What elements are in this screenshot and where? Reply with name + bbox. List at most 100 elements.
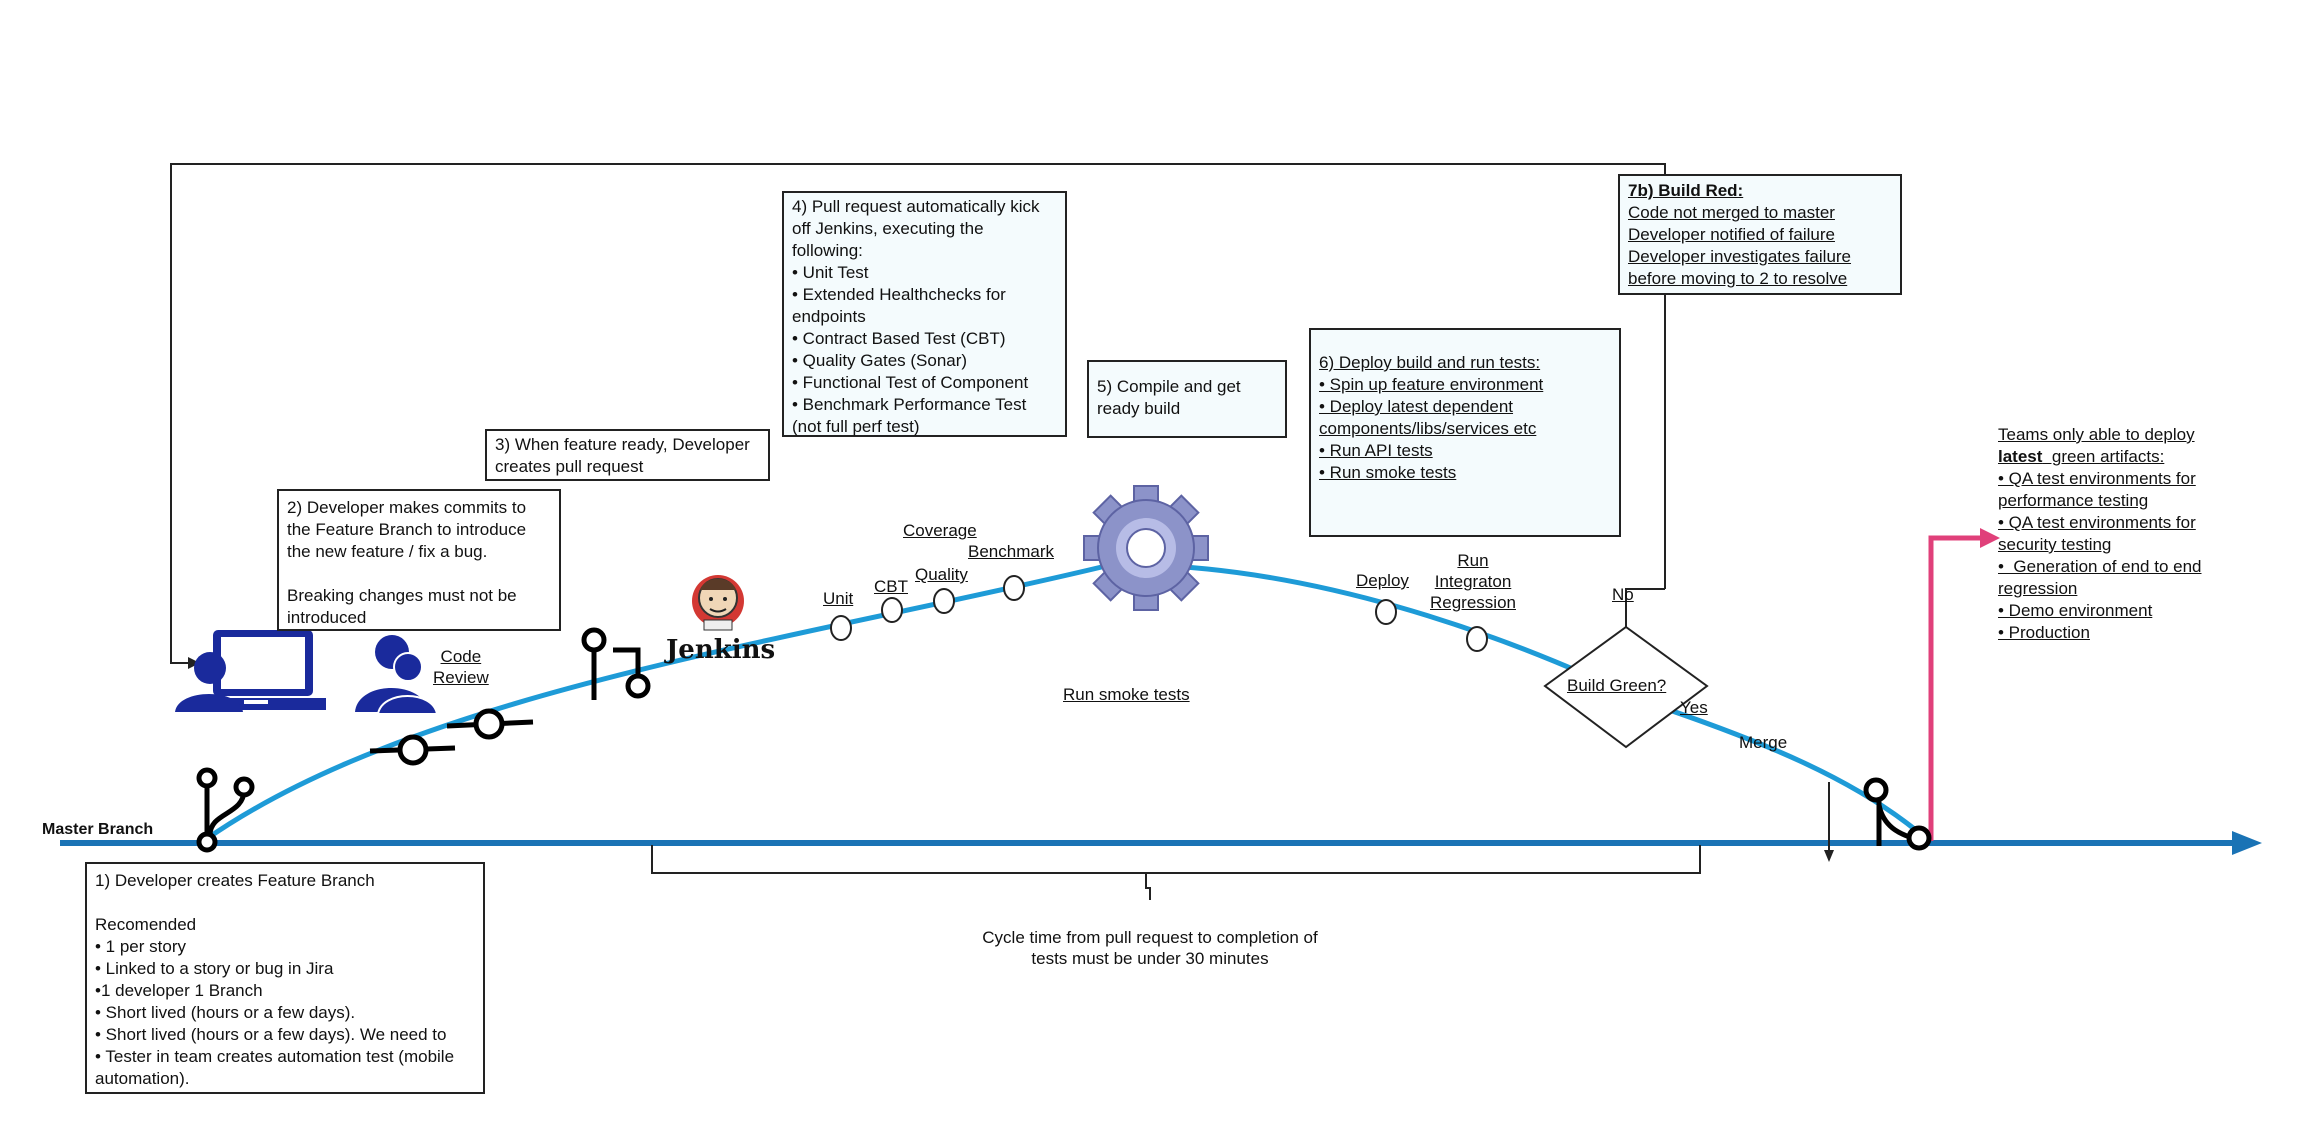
pull-request-icon — [581, 627, 651, 700]
master-branch-arrowhead — [2232, 831, 2262, 855]
box5-line: ready build — [1097, 399, 1181, 418]
box-create-feature-branch: 1) Developer creates Feature Branch Reco… — [85, 862, 485, 1094]
coverage-label: Coverage — [903, 521, 977, 540]
teams-line: • QA test environments for — [1998, 513, 2196, 532]
cycle-time-label-line: tests must be under 30 minutes — [1031, 949, 1269, 968]
teams-line-rest: green artifacts: — [2042, 447, 2165, 466]
box1-line: 1) Developer creates Feature Branch — [95, 871, 375, 890]
teams-line: • Demo environment — [1998, 601, 2153, 620]
box6-line: • Deploy latest dependent — [1319, 397, 1514, 416]
commit-icon — [369, 734, 456, 766]
box6-line: • Run smoke tests — [1319, 463, 1457, 482]
developer-laptop-icon — [175, 630, 326, 712]
build-green-diamond — [1543, 625, 1709, 749]
box-compile-build: 5) Compile and get ready build — [1087, 360, 1287, 438]
box4-line: • Benchmark Performance Test — [792, 395, 1027, 414]
box-developer-commits: 2) Developer makes commits to the Featur… — [277, 489, 561, 631]
feedback-loop-line — [170, 163, 1666, 664]
feedback-loop-arrowhead — [188, 657, 200, 669]
deploy-arrow-line — [1928, 535, 1985, 841]
box2-line: introduced — [287, 608, 367, 627]
teams-line: latest green artifacts: — [1998, 446, 2202, 468]
box3-line: creates pull request — [495, 457, 644, 476]
code-review-label-line: Review — [433, 668, 489, 687]
box7b-line: before moving to 2 to resolve — [1628, 269, 1848, 288]
no-label: No — [1612, 585, 1634, 604]
box6-line: • Spin up feature environment — [1319, 375, 1544, 394]
box2-line: 2) Developer makes commits to — [287, 498, 527, 517]
run-smoke-tests-label: Run smoke tests — [1063, 685, 1190, 704]
box4-line: (not full perf test) — [792, 417, 920, 436]
box4-line: • Quality Gates (Sonar) — [792, 351, 968, 370]
box4-line: • Contract Based Test (CBT) — [792, 329, 1006, 348]
box2-line — [287, 563, 551, 585]
box5-line: 5) Compile and get — [1097, 377, 1241, 396]
teams-line: security testing — [1998, 535, 2112, 554]
teams-line: • Generation of end to end — [1998, 557, 2202, 576]
merge-icon — [1863, 777, 1932, 851]
box6-line: • Run API tests — [1319, 441, 1433, 460]
box2-line: the Feature Branch to introduce — [287, 520, 527, 539]
box6-line: 6) Deploy build and run tests: — [1319, 353, 1541, 372]
box1-line: • Tester in team creates automation test… — [95, 1047, 455, 1066]
quality-label: Quality — [915, 565, 968, 584]
merge-marker-arrowhead — [1824, 850, 1834, 862]
stage-marker — [830, 575, 1488, 652]
teams-line: performance testing — [1998, 491, 2149, 510]
box7b-line: Code not merged to master — [1628, 203, 1835, 222]
teams-line: Teams only able to deploy — [1998, 425, 2195, 444]
box4-line: 4) Pull request automatically kick — [792, 197, 1040, 216]
yes-label: Yes — [1680, 698, 1708, 717]
teams-line: regression — [1998, 579, 2078, 598]
code-review-label-line: Code — [440, 647, 482, 666]
box6-line: components/libs/services etc — [1319, 419, 1537, 438]
benchmark-label: Benchmark — [968, 542, 1054, 561]
run-regression-label-line: Integraton — [1434, 572, 1512, 591]
git-branch-icon — [196, 767, 255, 853]
unit-label: Unit — [823, 589, 854, 608]
cycle-time-label-line: Cycle time from pull request to completi… — [982, 928, 1318, 947]
code-review-label: Code Review — [433, 646, 489, 688]
box1-line: •1 developer 1 Branch — [95, 981, 263, 1000]
cbt-label: CBT — [874, 577, 908, 596]
merge-label: Merge — [1739, 733, 1788, 752]
box4-line: • Functional Test of Component — [792, 373, 1029, 392]
box4-line: off Jenkins, executing the — [792, 219, 984, 238]
master-branch-label: Master Branch — [42, 821, 154, 838]
box2-line: the new feature / fix a bug. — [287, 542, 488, 561]
box4-line: following: — [792, 241, 863, 260]
box7b-line: Developer notified of failure — [1628, 225, 1835, 244]
box-build-red: 7b) Build Red: Code not merged to master… — [1618, 174, 1902, 295]
run-regression-label-line: Run — [1457, 551, 1489, 570]
pipeline-curve — [203, 562, 1932, 844]
box1-line — [95, 892, 475, 914]
box2-line: Breaking changes must not be — [287, 586, 517, 605]
cycle-time-bracket-tick — [1145, 873, 1151, 900]
box4-line: endpoints — [792, 307, 866, 326]
box7b-title: 7b) Build Red: — [1628, 181, 1744, 200]
box1-line: • Short lived (hours or a few days). — [95, 1003, 356, 1022]
box1-line: • Short lived (hours or a few days). We … — [95, 1025, 447, 1044]
box-deploy-run-tests: 6) Deploy build and run tests: • Spin up… — [1309, 328, 1621, 537]
box7b-line: Developer investigates failure — [1628, 247, 1852, 266]
jenkins-label: Jenkins — [666, 635, 776, 665]
box4-line: • Extended Healthchecks for — [792, 285, 1006, 304]
box1-line: Recomended — [95, 915, 197, 934]
jenkins-logo-icon — [692, 575, 744, 631]
teams-deploy-text: Teams only able to deploy latest green a… — [1998, 424, 2202, 644]
deploy-label: Deploy — [1356, 571, 1409, 590]
box1-line: • Linked to a story or bug in Jira — [95, 959, 334, 978]
no-branch-line — [1625, 588, 1665, 627]
code-review-people-icon — [355, 635, 439, 715]
teams-line: • QA test environments for — [1998, 469, 2196, 488]
cycle-time-bracket — [651, 845, 1701, 874]
deploy-arrow-head — [1980, 528, 2000, 548]
teams-bold-word: latest — [1998, 447, 2043, 466]
box-pull-request: 3) When feature ready, Developer creates… — [485, 429, 770, 481]
commit-icon — [446, 708, 534, 740]
box4-line: • Unit Test — [792, 263, 869, 282]
box1-line: • 1 per story — [95, 937, 186, 956]
cycle-time-label: Cycle time from pull request to completi… — [940, 927, 1360, 969]
